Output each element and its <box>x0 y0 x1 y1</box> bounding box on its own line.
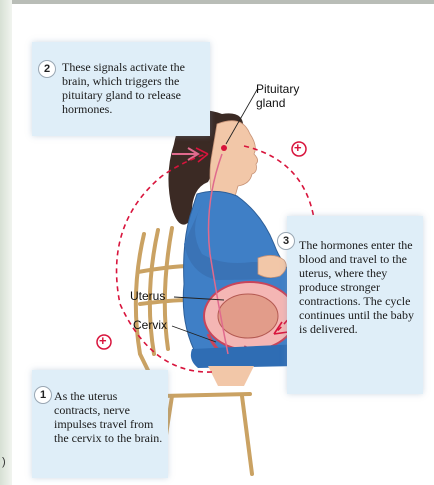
legs-lower <box>208 366 254 386</box>
plus-sign-top: + <box>294 141 302 155</box>
step-2-text: These signals activate the brain, which … <box>62 60 204 116</box>
callout-step-1: 1 As the uterus contracts, nerve impulse… <box>32 370 168 478</box>
step-1-number: 1 <box>34 386 52 404</box>
step-3-text: The hormones enter the blood and travel … <box>299 238 419 336</box>
hand <box>258 255 286 277</box>
callout-step-3: 3 The hormones enter the blood and trave… <box>287 216 423 394</box>
edge-fragment: ) <box>2 456 6 468</box>
pituitary-label: Pituitary gland <box>256 82 326 110</box>
left-edge-strip <box>0 0 12 485</box>
face <box>210 121 258 200</box>
pituitary-dot <box>221 145 227 151</box>
callout-step-2: 2 These signals activate the brain, whic… <box>32 42 210 136</box>
diagram-canvas: + + Pituitary gland Uterus Cervix 2 Thes… <box>12 4 434 485</box>
step-2-number: 2 <box>38 60 56 78</box>
cervix-label: Cervix <box>133 318 167 332</box>
step-1-text: As the uterus contracts, nerve impulses … <box>54 389 166 445</box>
step-3-number: 3 <box>277 232 295 250</box>
uterus-label: Uterus <box>130 289 165 303</box>
baby <box>218 294 278 338</box>
plus-sign-left: + <box>99 334 107 348</box>
